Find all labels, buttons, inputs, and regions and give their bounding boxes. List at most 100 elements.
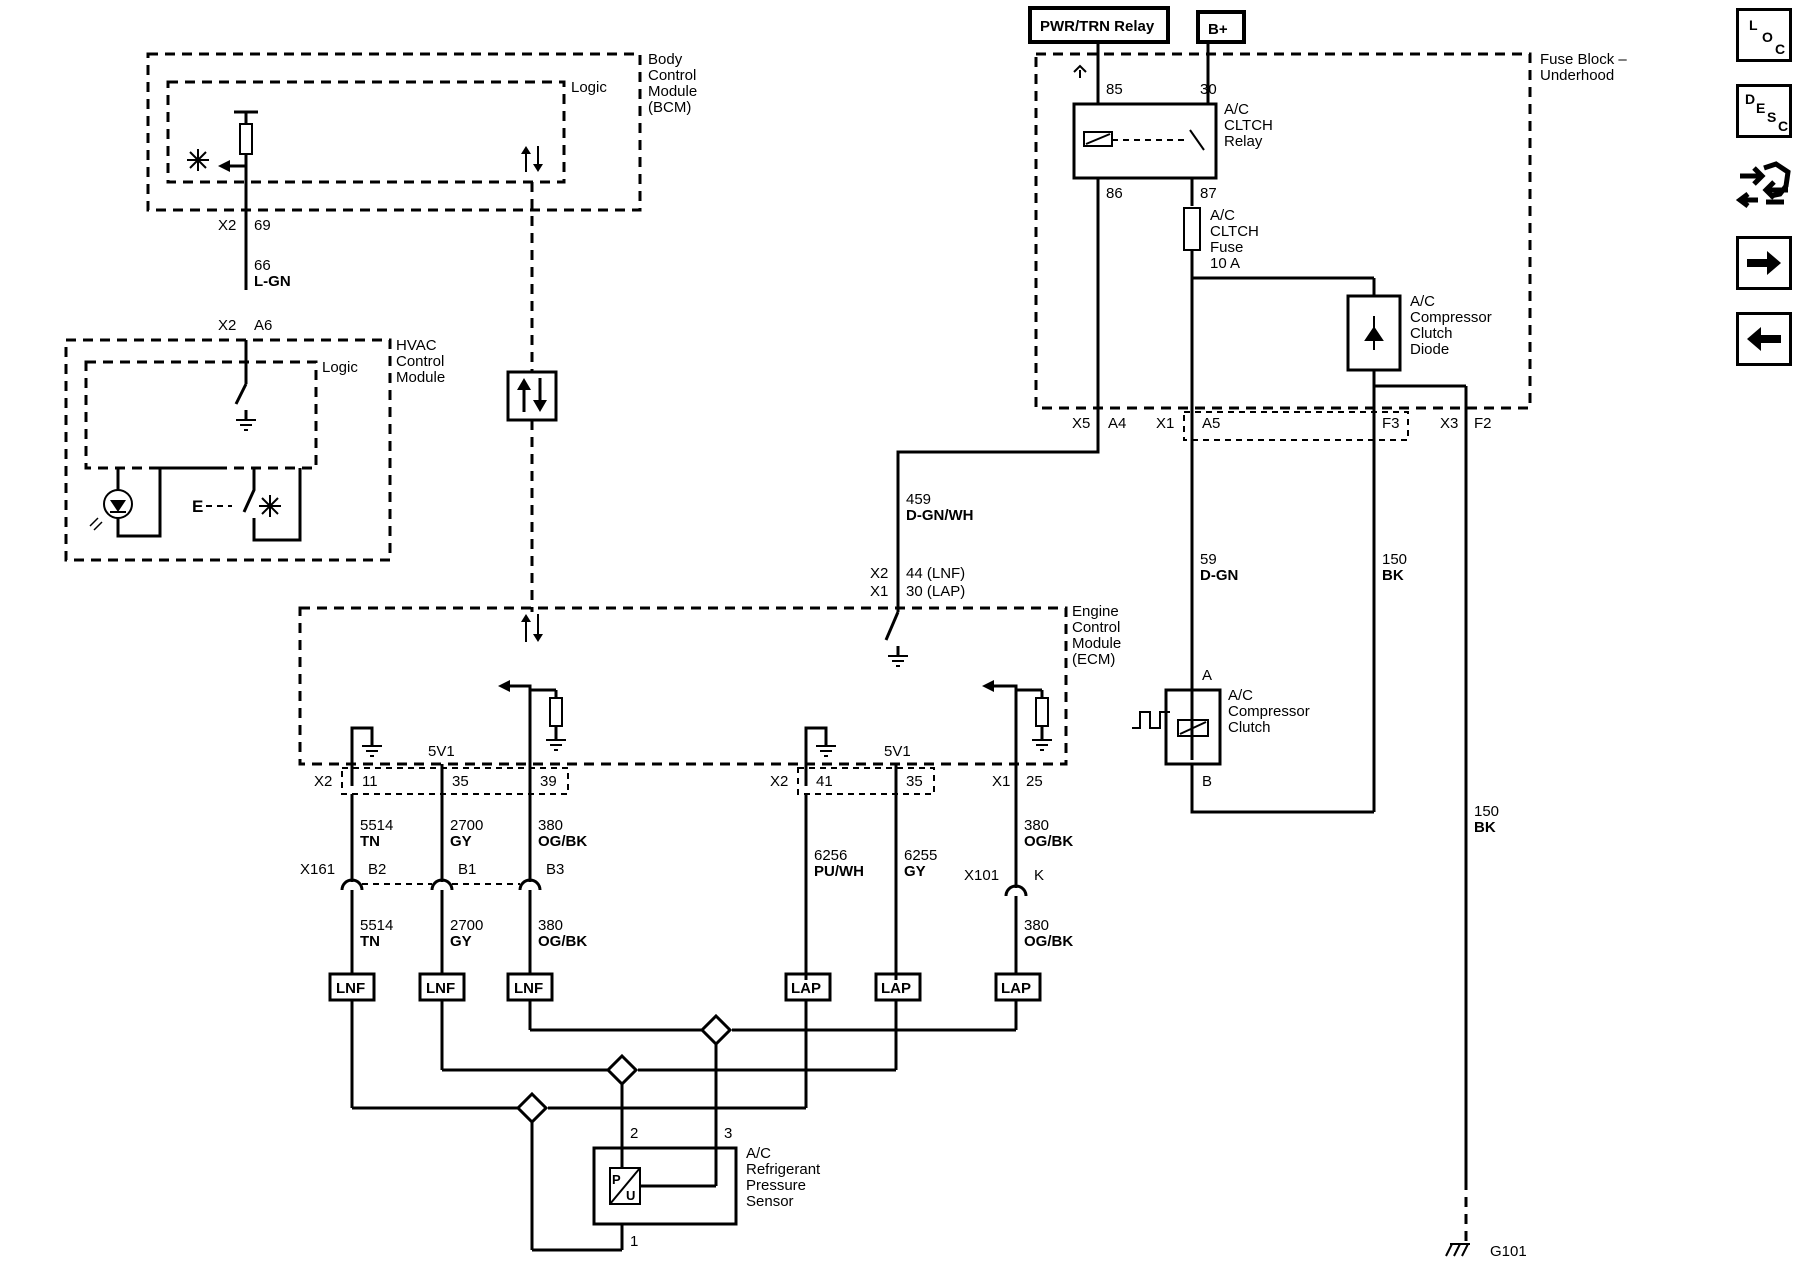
- w2-color: GY: [450, 833, 472, 850]
- w4-circuit: 6256: [814, 847, 847, 864]
- bcm-conn-x2-top: X2: [218, 217, 236, 234]
- wire-59-circuit: 59: [1200, 551, 1217, 568]
- inline-connector-x101: X101 K: [964, 867, 1044, 897]
- diode-name-1: A/C: [1410, 293, 1435, 310]
- w4-color: PU/WH: [814, 863, 864, 880]
- ecm-5v1-mid: 5V1: [884, 743, 911, 760]
- opt-lap-1: LAP: [791, 980, 821, 997]
- loc-letter-c: C: [1775, 41, 1786, 57]
- ecm-conn-x2-mid: X2: [770, 773, 788, 790]
- x161-b1: B1: [458, 861, 476, 878]
- wire-150-diode-color: BK: [1382, 567, 1404, 584]
- bcm-serial-data-icon: [521, 146, 543, 172]
- lw4-circuit: 380: [1024, 917, 1049, 934]
- fuse-name-3: Fuse: [1210, 239, 1243, 256]
- ecm-pin-35-left: 35: [452, 773, 469, 790]
- location-button[interactable]: L O C: [1736, 8, 1792, 62]
- diode-name-3: Clutch: [1410, 325, 1453, 342]
- fuse-block-underhood: Fuse Block – Underhood 85 30 A/C CLTCH R…: [1034, 42, 1627, 1180]
- connector-end-view-button[interactable]: [1736, 160, 1792, 214]
- wire-150-diode-circuit: 150: [1382, 551, 1407, 568]
- w2-circuit: 2700: [450, 817, 483, 834]
- sensor-glyph-p: P: [612, 1172, 621, 1187]
- w3-color: OG/BK: [538, 833, 587, 850]
- description-button[interactable]: D E S C: [1736, 84, 1792, 138]
- next-page-button[interactable]: [1736, 236, 1792, 290]
- x161-label: X161: [300, 861, 335, 878]
- fb-pin-f3: F3: [1382, 415, 1400, 432]
- lw1-color: TN: [360, 933, 380, 950]
- ac-compressor-clutch: A A/C Compressor Clutch B: [1132, 667, 1374, 814]
- clutch-pin-a: A: [1202, 667, 1212, 684]
- bcm-title-3: Module: [648, 83, 697, 100]
- relay-pin-85: 85: [1106, 81, 1123, 98]
- x101-label: X101: [964, 867, 999, 884]
- opt-lap-2: LAP: [881, 980, 911, 997]
- fb-pin-f2: F2: [1474, 415, 1492, 432]
- ecm-title-2: Control: [1072, 619, 1120, 636]
- option-box-lnf-2: LNF: [418, 972, 466, 1002]
- x161-b3: B3: [546, 861, 564, 878]
- desc-letter-d: D: [1745, 91, 1756, 107]
- relay-name-2: CLTCH: [1224, 117, 1273, 134]
- w5-circuit: 6255: [904, 847, 937, 864]
- loc-letter-o: O: [1762, 29, 1773, 45]
- relay-name-1: A/C: [1224, 101, 1249, 118]
- w6-circuit: 380: [1024, 817, 1049, 834]
- w1-circuit: 5514: [360, 817, 393, 834]
- ground-icon: [236, 419, 256, 431]
- hvac-control-module: Logic HVAC Control Module E: [64, 337, 445, 562]
- ground-icon: [362, 745, 382, 757]
- relay-pin-86: 86: [1106, 185, 1123, 202]
- engine-control-module: Engine Control Module (ECM) 5V1 5V1: [298, 603, 1121, 980]
- ecm-title-1: Engine: [1072, 603, 1119, 620]
- hvac-conn-x2: X2: [218, 317, 236, 334]
- snowflake-icon: [187, 149, 209, 171]
- ac-refrigerant-pressure-sensor: 2 3 P U A/C Refrigerant Pressure Sensor …: [532, 1125, 821, 1252]
- lw4-color: OG/BK: [1024, 933, 1073, 950]
- hvac-snowflake-icon: [259, 495, 281, 517]
- ground-icon: [816, 745, 836, 757]
- bcm-title-2: Control: [648, 67, 696, 84]
- sensor-name-4: Sensor: [746, 1193, 794, 1210]
- x101-k: K: [1034, 867, 1044, 884]
- option-box-lap-2: LAP: [874, 972, 922, 1002]
- bplus-box: [1196, 10, 1246, 44]
- ecm-pin-39: 39: [540, 773, 557, 790]
- lw3-circuit: 380: [538, 917, 563, 934]
- ground-icon: [1032, 739, 1052, 751]
- previous-page-arrow-icon: [1747, 327, 1781, 351]
- fb-conn-x1: X1: [1156, 415, 1174, 432]
- opt-lnf-2: LNF: [426, 980, 455, 997]
- switch-e-label: E: [192, 497, 203, 516]
- option-box-lap-3: LAP: [994, 972, 1042, 1002]
- sensor-name-2: Refrigerant: [746, 1161, 821, 1178]
- ecm-pin-41: 41: [816, 773, 833, 790]
- ecm-pin-44: 44 (LNF): [906, 565, 965, 582]
- ecm-conn-x1-30: X1: [870, 583, 888, 600]
- fuse-name-1: A/C: [1210, 207, 1235, 224]
- opt-lap-3: LAP: [1001, 980, 1031, 997]
- w5-color: GY: [904, 863, 926, 880]
- option-box-lap-1: LAP: [784, 972, 832, 1002]
- sensor-pin-1: 1: [630, 1233, 638, 1250]
- desc-letter-e: E: [1756, 100, 1766, 116]
- bcm-pin-69: 69: [254, 217, 271, 234]
- bplus-label: B+: [1208, 21, 1228, 38]
- previous-page-button[interactable]: [1736, 312, 1792, 366]
- sensor-pin-2: 2: [630, 1125, 638, 1142]
- opt-lnf-1: LNF: [336, 980, 365, 997]
- pwr-trn-relay-label: PWR/TRN Relay: [1040, 18, 1155, 35]
- bcm-resistor-icon: [239, 123, 253, 155]
- ecm-conn-x2-left: X2: [314, 773, 332, 790]
- ecm-pin-35-mid: 35: [906, 773, 923, 790]
- diode-name-2: Compressor: [1410, 309, 1492, 326]
- wire-150-ground-circuit: 150: [1474, 803, 1499, 820]
- lw3-color: OG/BK: [538, 933, 587, 950]
- bcm-title-1: Body: [648, 51, 683, 68]
- opt-lnf-3: LNF: [514, 980, 543, 997]
- ecm-serial-data-icon: [521, 614, 543, 642]
- ac-clutch-fuse: [1183, 207, 1201, 251]
- wire-150-ground-color: BK: [1474, 819, 1496, 836]
